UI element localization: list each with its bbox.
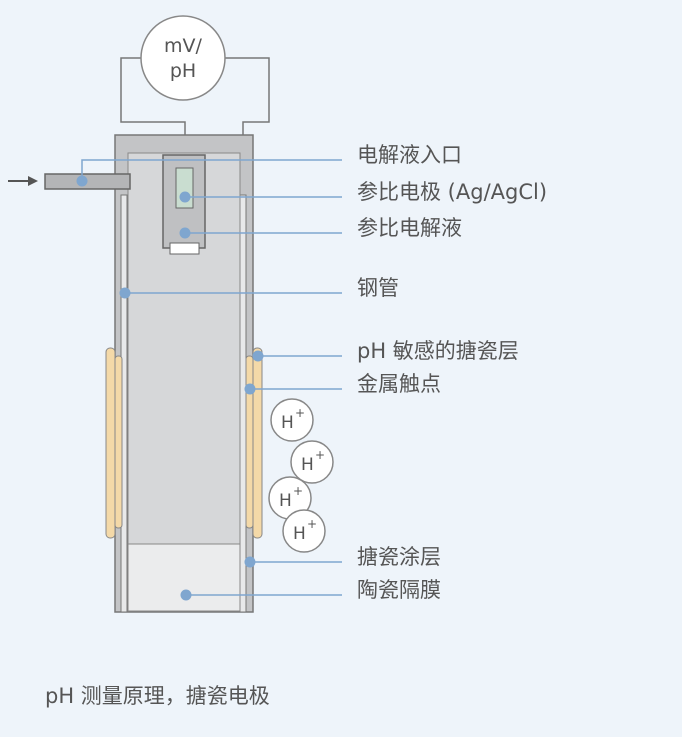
- ion-2-sup: +: [315, 448, 325, 462]
- ion-1: H +: [270, 398, 314, 442]
- label-reference-electrolyte: 参比电解液: [357, 216, 462, 240]
- label-electrolyte-inlet: 电解液入口: [357, 143, 462, 167]
- dot-ph-enamel: [252, 350, 264, 362]
- dot-electrolyte-inlet: [76, 175, 88, 187]
- dot-enamel-coating: [244, 556, 256, 568]
- ion-1-base: H: [281, 413, 294, 433]
- steel-tube-wall-right: [239, 194, 247, 613]
- label-reference-electrode: 参比电极 (Ag/AgCl): [357, 180, 547, 204]
- meter-line2: pH: [170, 60, 196, 82]
- caption: pH 测量原理，搪瓷电极: [45, 684, 270, 708]
- ion-4: H +: [282, 509, 326, 553]
- reference-electrode-foot: [169, 242, 200, 255]
- enamel-strip-left-outer: [105, 347, 116, 539]
- dot-metal-contact: [244, 383, 256, 395]
- inflow-arrow-head: [28, 176, 38, 186]
- label-metal-contact: 金属触点: [357, 372, 441, 396]
- ion-4-base: H: [293, 524, 306, 544]
- meter-line1: mV/: [164, 35, 203, 57]
- ion-3-sup: +: [293, 484, 303, 498]
- meter-wire-right: [224, 57, 270, 135]
- ion-2: H +: [290, 440, 334, 484]
- label-ceramic-diaphragm: 陶瓷隔膜: [357, 578, 441, 602]
- label-enamel-coating: 搪瓷涂层: [357, 545, 441, 569]
- inlet-pipe: [44, 173, 131, 190]
- ion-3-base: H: [279, 491, 292, 511]
- dot-reference-electrolyte: [179, 227, 191, 239]
- ion-4-sup: +: [307, 517, 317, 531]
- leader-electrolyte-inlet: [81, 159, 342, 181]
- dot-steel-tube: [119, 287, 131, 299]
- enamel-strip-right-outer: [252, 347, 263, 539]
- dot-ceramic-diaphragm: [180, 589, 192, 601]
- ion-1-sup: +: [295, 406, 305, 420]
- ion-2-base: H: [301, 455, 314, 475]
- ceramic-diaphragm-block: [127, 543, 241, 612]
- meter-circle: [140, 15, 226, 101]
- enamel-strip-left-inner: [114, 355, 123, 529]
- label-steel-tube: 钢管: [357, 276, 399, 300]
- ion-3: H +: [268, 476, 312, 520]
- dot-reference-electrode: [179, 191, 191, 203]
- label-ph-enamel: pH 敏感的搪瓷层: [357, 339, 519, 363]
- enamel-strip-right-inner: [245, 355, 254, 529]
